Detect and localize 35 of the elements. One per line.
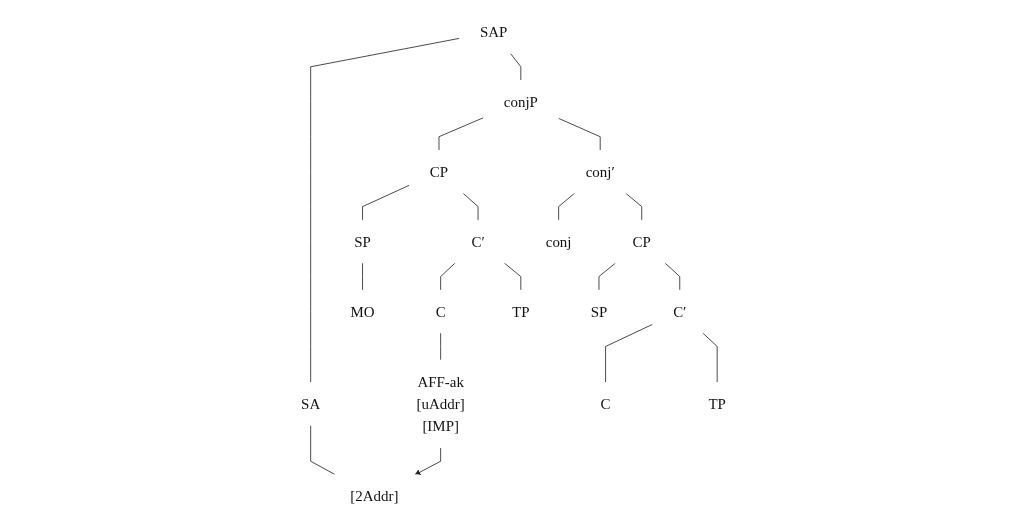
connector xyxy=(503,262,522,291)
connector xyxy=(702,332,718,383)
connector xyxy=(362,262,363,291)
node-text: conj′ xyxy=(585,163,615,181)
connector xyxy=(440,262,456,291)
connector xyxy=(438,117,484,151)
node-text: C xyxy=(600,395,611,413)
node-text: CP xyxy=(632,233,651,251)
connector xyxy=(362,184,410,221)
connector xyxy=(509,52,522,81)
node-text: CP xyxy=(429,163,449,181)
node-text: conj xyxy=(545,233,572,251)
node-text: AFF-ak [uAddr] [IMP] xyxy=(416,372,465,435)
connector xyxy=(557,117,601,151)
connector xyxy=(558,192,576,221)
connector xyxy=(440,332,442,361)
connector xyxy=(598,262,616,291)
connector xyxy=(310,424,336,476)
node-text: SP xyxy=(590,303,608,321)
node-text: SP xyxy=(354,233,371,251)
node-text: TP xyxy=(708,395,726,413)
node-text: SAP xyxy=(479,23,508,41)
connector xyxy=(664,262,681,291)
connector xyxy=(625,192,643,221)
node-text: C xyxy=(435,303,446,321)
connector xyxy=(310,37,460,383)
node-text: [2Addr] xyxy=(350,487,399,505)
connector xyxy=(462,192,479,221)
node-text: SA xyxy=(301,395,321,413)
node-text: conjP xyxy=(503,93,538,111)
node-text: TP xyxy=(512,303,530,321)
connector xyxy=(605,323,654,383)
node-text: MO xyxy=(350,303,375,321)
node-text: C′ xyxy=(673,303,687,321)
node-text: C′ xyxy=(471,233,485,251)
